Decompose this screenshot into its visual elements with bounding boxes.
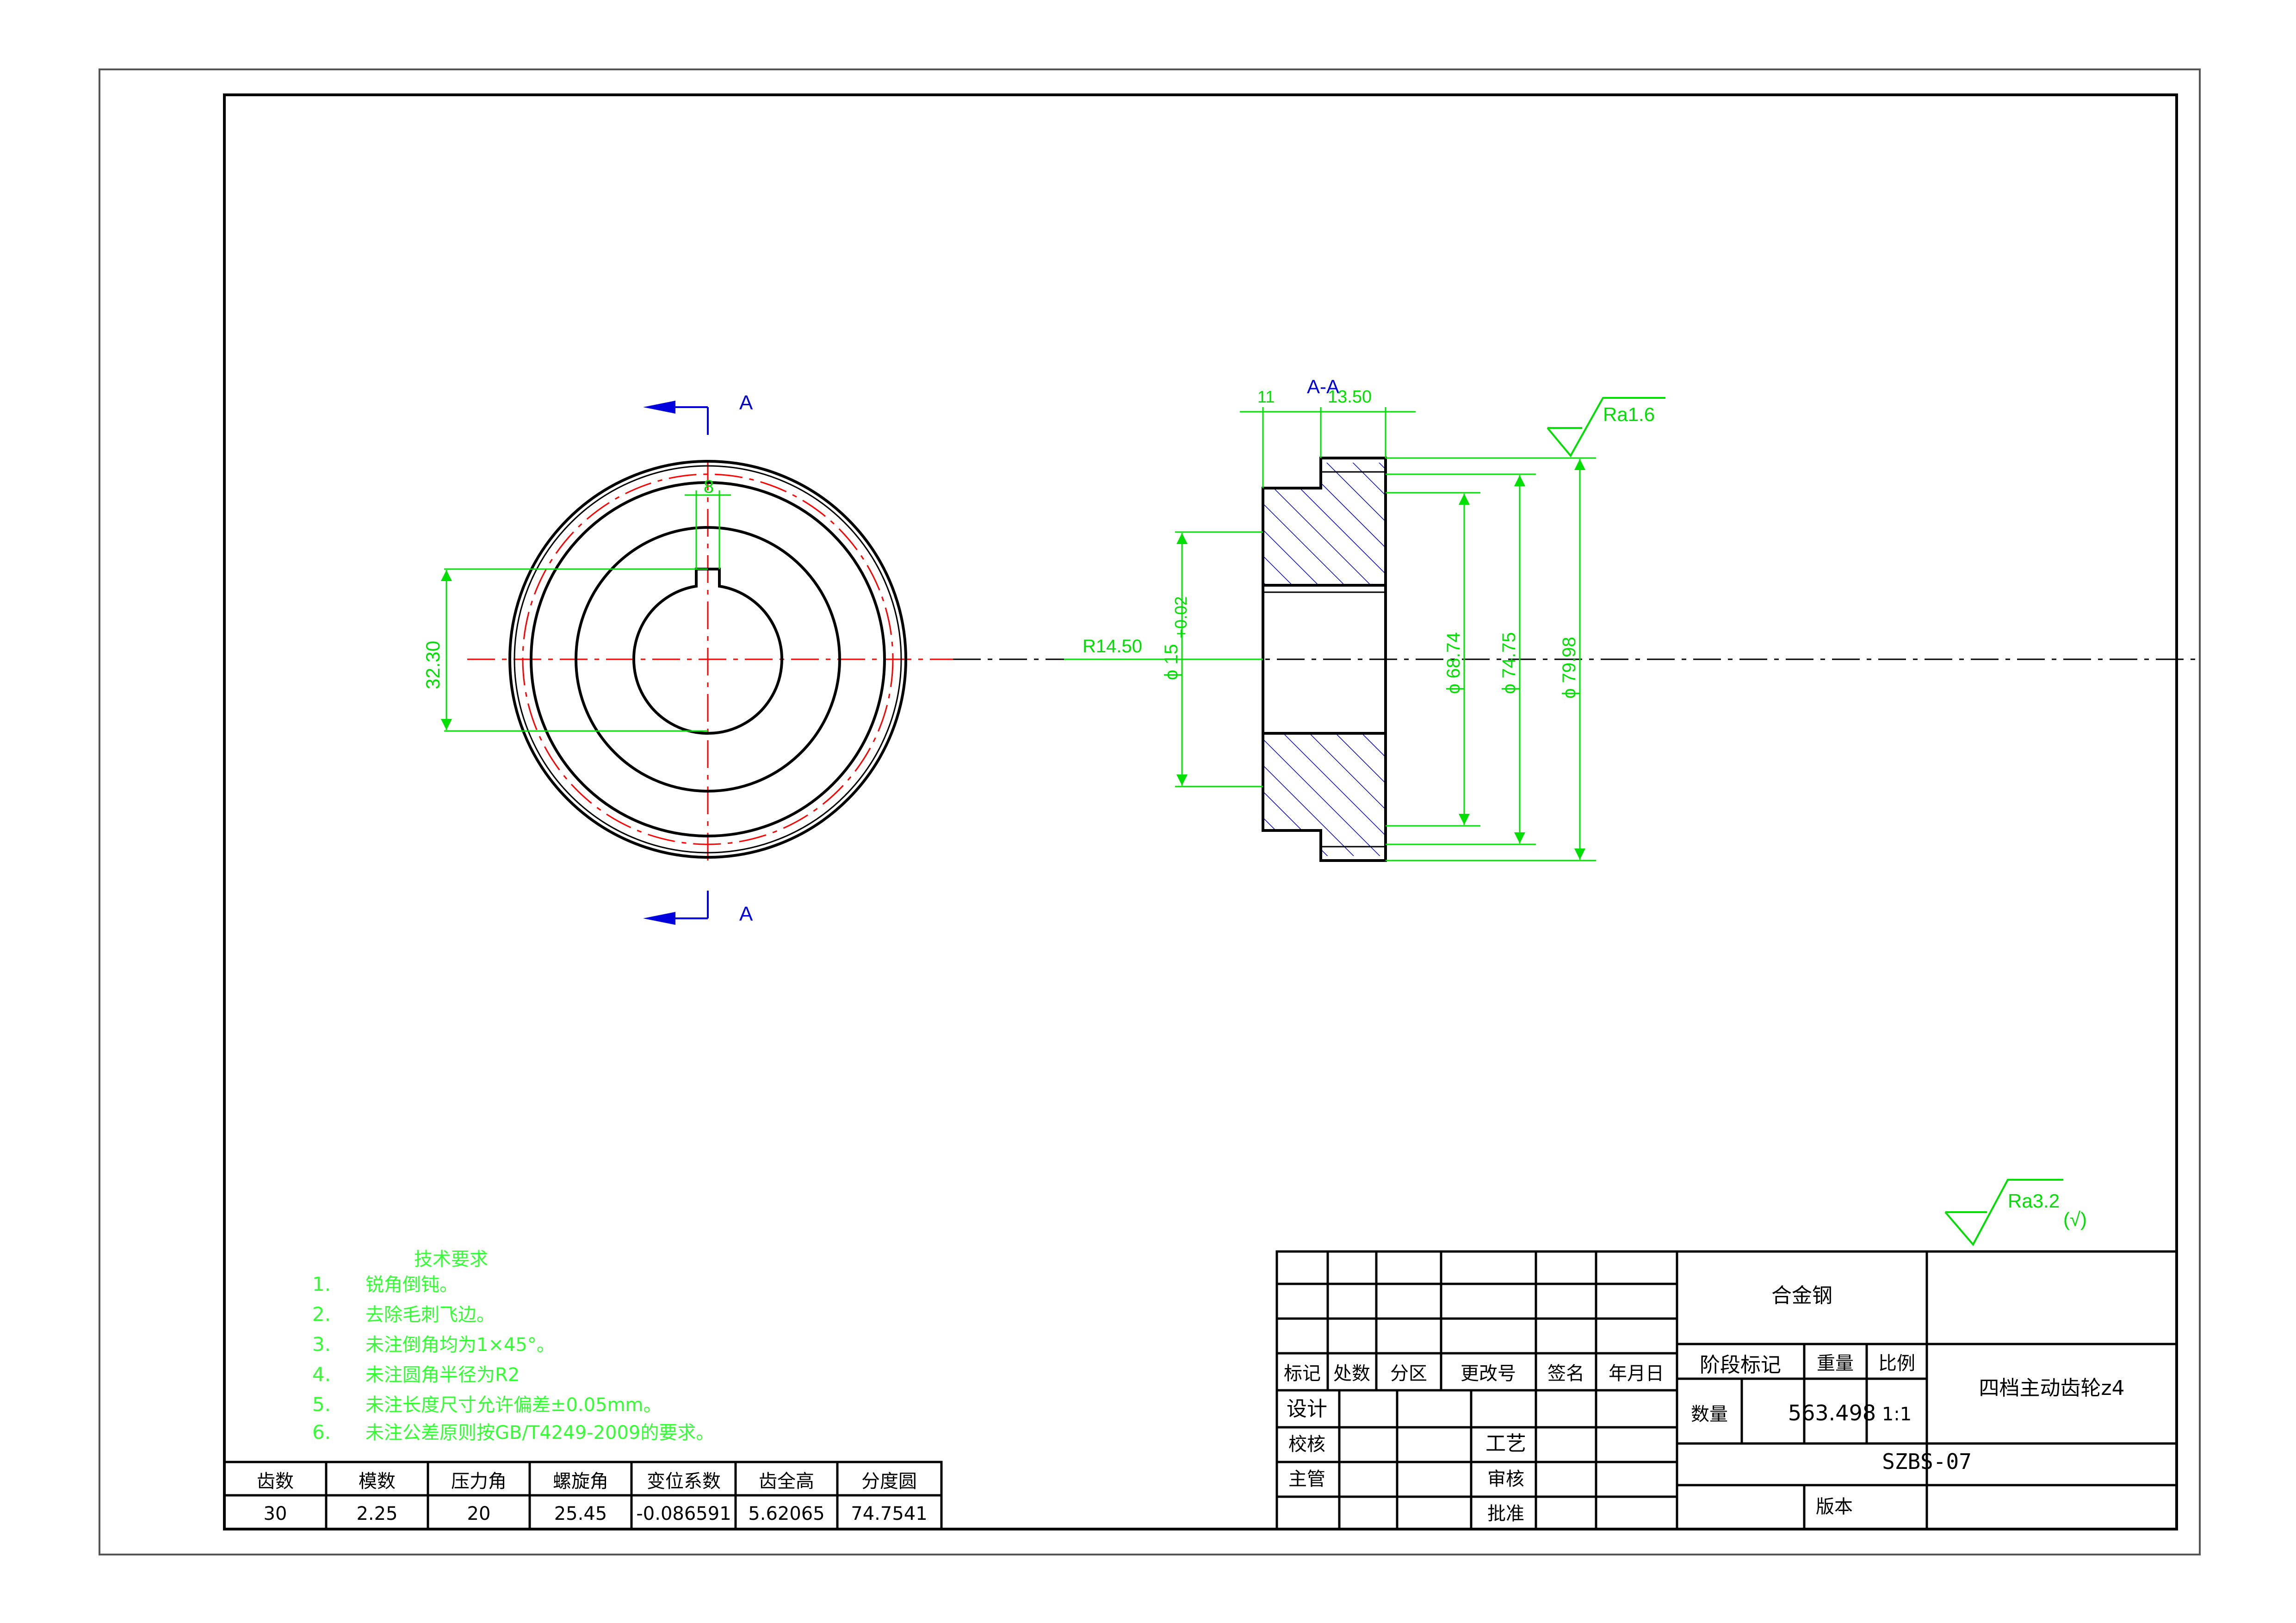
- stage-mark: 阶段标记: [1700, 1353, 1781, 1377]
- note-num-6: 6.: [312, 1421, 331, 1443]
- version-label: 版本: [1816, 1496, 1853, 1518]
- drawing-number: SZBS-07: [1882, 1449, 1972, 1474]
- design-label: 设计: [1287, 1397, 1327, 1421]
- note-text-4: 未注圆角半径为R2: [365, 1364, 520, 1386]
- gear-value-teeth: 30: [264, 1503, 287, 1524]
- dim-tip: ϕ 79.98: [1559, 637, 1579, 699]
- gear-table-text: 齿数 模数 压力角 螺旋角 变位系数 齿全高 分度圆 30 2.25 20 25…: [257, 1471, 928, 1524]
- dim-bore: ϕ 15: [1161, 644, 1182, 680]
- note-num-3: 3.: [312, 1333, 331, 1356]
- bore-with-keyway: [632, 568, 783, 735]
- section-view: A-A 11 13.50 ϕ 15 +0.02 R14.50 ϕ 68.74 ϕ…: [953, 376, 2202, 862]
- rev-header-change: 更改号: [1461, 1363, 1516, 1384]
- weight-label: 重量: [1817, 1353, 1854, 1374]
- supervise-label: 主管: [1288, 1468, 1325, 1490]
- note-text-1: 锐角倒钝。: [365, 1274, 458, 1295]
- roughness-symbol: [1547, 397, 1665, 458]
- dim-pitch: ϕ 74.75: [1499, 632, 1519, 694]
- section-arrow-bottom: [643, 912, 675, 925]
- hub-circle: [575, 526, 841, 793]
- tech-notes-title: 技术要求: [414, 1249, 488, 1270]
- quantity-label: 数量: [1691, 1404, 1728, 1425]
- note-num-1: 1.: [312, 1273, 331, 1295]
- general-roughness: Ra3.2 (√): [1944, 1179, 2087, 1246]
- gear-value-pitch-dia: 74.7541: [851, 1503, 927, 1524]
- gear-value-shift: -0.086591: [636, 1503, 731, 1524]
- rev-header-date: 年月日: [1609, 1363, 1664, 1384]
- gear-header-pitch-dia: 分度圆: [861, 1471, 917, 1492]
- gear-value-helix-angle: 25.45: [554, 1503, 607, 1524]
- note-num-4: 4.: [312, 1363, 331, 1386]
- gear-value-depth: 5.62065: [748, 1503, 824, 1524]
- weight-value: 563.498: [1788, 1400, 1876, 1425]
- section-title: A-A: [1307, 376, 1339, 397]
- note-text-2: 去除毛刺飞边。: [365, 1304, 495, 1326]
- gear-table: [223, 1461, 943, 1530]
- general-roughness-suffix: (√): [2063, 1208, 2087, 1230]
- note-num-2: 2.: [312, 1303, 331, 1326]
- rev-header-count: 处数: [1333, 1363, 1370, 1384]
- tip-circle-inner: [514, 465, 902, 854]
- process-label: 工艺: [1485, 1432, 1526, 1456]
- outer-frame: [99, 68, 2201, 1555]
- scale-value: 1:1: [1882, 1404, 1912, 1425]
- gear-header-teeth: 齿数: [257, 1471, 294, 1492]
- note-text-5: 未注长度尺寸允许偏差±0.05mm。: [365, 1394, 662, 1416]
- section-arrow-top: [643, 401, 675, 414]
- front-view: 32.30 8 A A: [422, 391, 953, 925]
- dim-tooth-root: ϕ 68.74: [1443, 632, 1464, 694]
- gear-value-pressure-angle: 20: [467, 1503, 491, 1524]
- dim-rim-width: 13.50: [1328, 387, 1372, 407]
- gear-value-module: 2.25: [356, 1503, 397, 1524]
- dim-keyway-height: 32.30: [422, 641, 444, 689]
- review-label: 审核: [1487, 1468, 1524, 1490]
- tip-circle: [508, 460, 907, 859]
- gear-header-helix-angle: 螺旋角: [553, 1471, 608, 1492]
- check-label: 校核: [1288, 1434, 1325, 1455]
- title-block: [1275, 1250, 2178, 1530]
- note-text-6: 未注公差原则按GB/T4249-2009的要求。: [365, 1422, 714, 1443]
- gear-header-pressure-angle: 压力角: [451, 1471, 507, 1492]
- part-name: 四档主动齿轮z4: [1979, 1376, 2124, 1400]
- pitch-circle: [522, 473, 894, 845]
- rev-header-sign: 签名: [1547, 1363, 1584, 1384]
- dim-hub-width: 11: [1257, 387, 1275, 406]
- dim-radius: R14.50: [1083, 636, 1142, 657]
- gear-header-shift: 变位系数: [647, 1471, 721, 1492]
- title-block-text: 合金钢 四档主动齿轮z4 SZBS-07 标记 处数 分区 更改号 签名 年月日…: [1284, 1284, 2125, 1524]
- rev-header-zone: 分区: [1390, 1363, 1427, 1384]
- inner-frame: [223, 93, 2178, 1530]
- approve-label: 批准: [1487, 1503, 1524, 1524]
- note-text-3: 未注倒角均为1×45°。: [365, 1334, 555, 1356]
- gear-header-module: 模数: [359, 1471, 396, 1492]
- material: 合金钢: [1771, 1284, 1832, 1307]
- section-label-bottom: A: [739, 903, 753, 925]
- tech-notes: 技术要求 1. 锐角倒钝。 2. 去除毛刺飞边。 3. 未注倒角均为1×45°。…: [312, 1249, 714, 1443]
- rev-header-mark: 标记: [1284, 1363, 1321, 1384]
- gear-header-depth: 齿全高: [759, 1471, 814, 1492]
- dim-bore-tolerance: +0.02: [1171, 596, 1190, 638]
- general-roughness-value: Ra3.2: [2008, 1190, 2060, 1212]
- section-label-top: A: [739, 391, 753, 414]
- root-circle: [530, 481, 886, 837]
- scale-label: 比例: [1878, 1353, 1915, 1374]
- roughness-value: Ra1.6: [1603, 403, 1655, 425]
- note-num-5: 5.: [312, 1393, 331, 1416]
- dim-keyway-width: 8: [704, 477, 714, 497]
